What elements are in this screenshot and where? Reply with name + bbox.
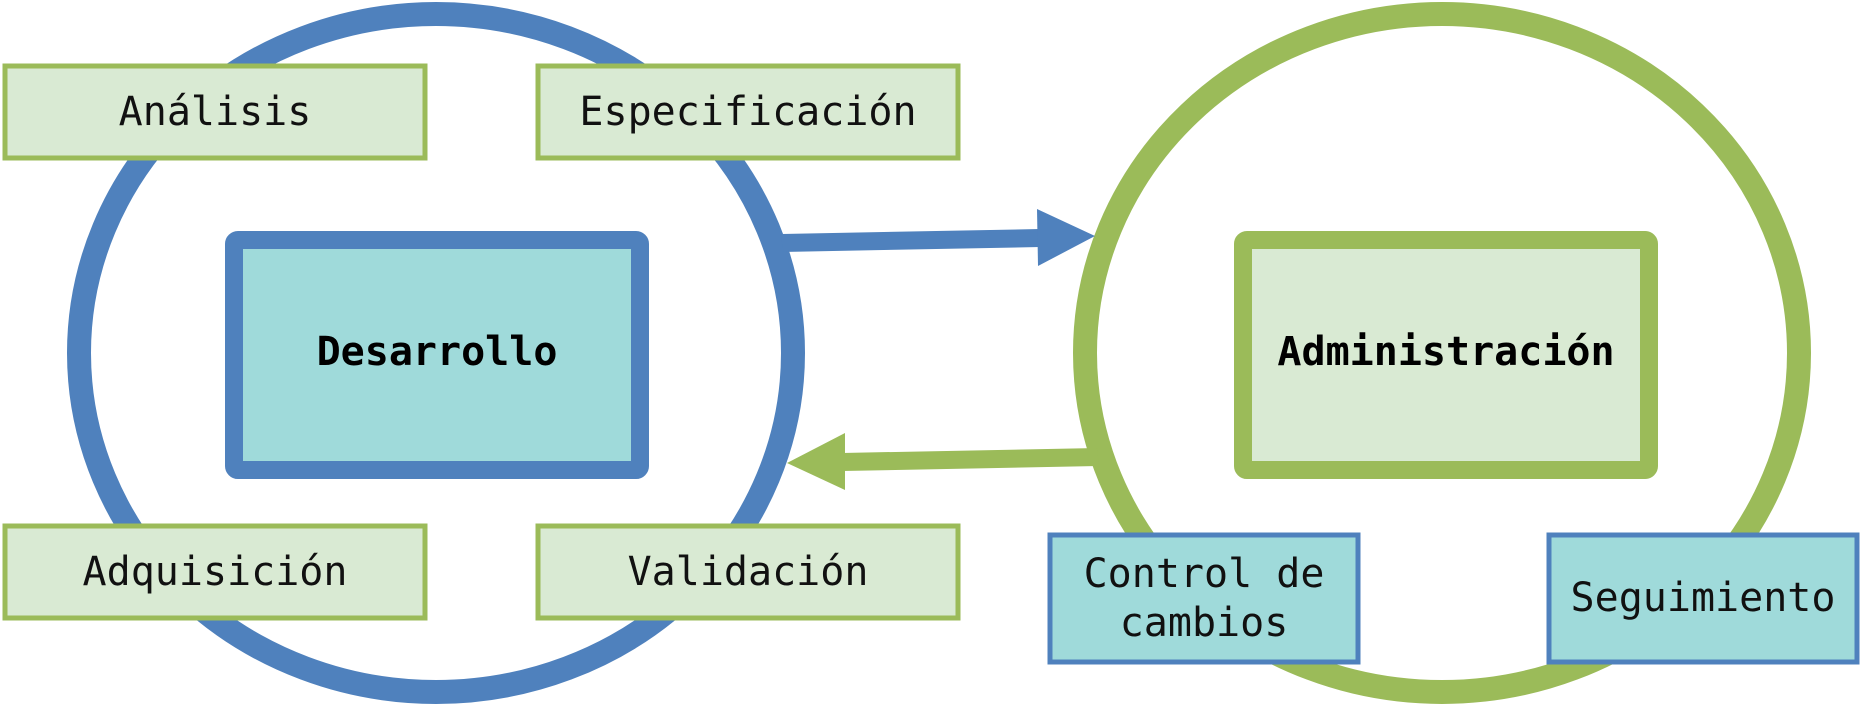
arrow-to-development <box>787 433 1099 490</box>
development-title: Desarrollo <box>317 329 558 375</box>
administration-box: Administración <box>1234 231 1658 479</box>
task-acquisition-label: Adquisición <box>83 549 348 595</box>
task-change-control: Control de cambios <box>1047 532 1361 665</box>
task-analysis-label: Análisis <box>119 89 312 135</box>
task-specification: Especificación <box>535 63 961 161</box>
development-cycle-ring <box>67 2 805 704</box>
task-analysis: Análisis <box>2 63 428 161</box>
development-box: Desarrollo <box>225 231 649 479</box>
arrow-to-administration <box>781 209 1095 266</box>
task-specification-label: Especificación <box>579 89 916 135</box>
task-tracking-label: Seguimiento <box>1571 575 1836 621</box>
task-change-control-label-line1: Control de <box>1084 551 1325 597</box>
administration-cycle-ring <box>1073 2 1811 704</box>
administration-title: Administración <box>1277 329 1614 375</box>
task-tracking: Seguimiento <box>1546 532 1860 665</box>
task-acquisition: Adquisición <box>2 523 428 621</box>
task-validation-label: Validación <box>628 549 869 595</box>
task-validation: Validación <box>535 523 961 621</box>
task-change-control-label-line2: cambios <box>1120 600 1289 646</box>
